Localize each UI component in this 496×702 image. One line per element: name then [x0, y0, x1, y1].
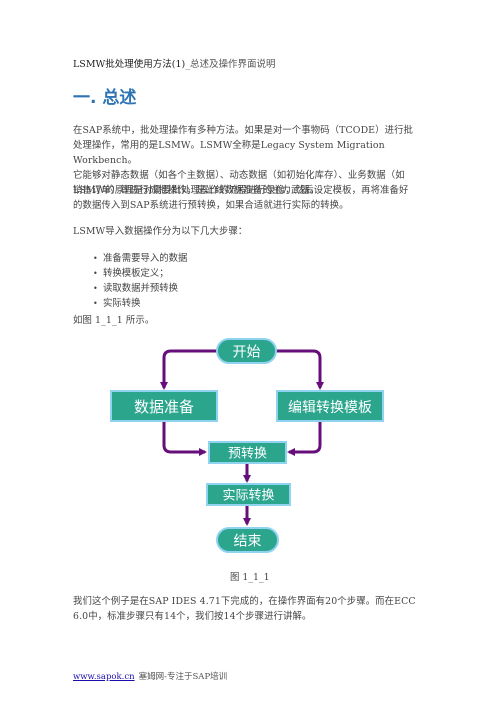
- header-title-prefix: LSMW批处理使用方法(1): [73, 59, 186, 70]
- figure-caption: 图 1_1_1: [230, 572, 270, 583]
- paragraph-line: 我们这个例子是在SAP IDES 4.71下完成的，在操作界面有20个步骤。而在…: [73, 596, 416, 607]
- paragraph-line: 处理操作，常用的是LSMW。LSMW全称是Legacy System Migra…: [73, 140, 385, 166]
- paragraph-figure-ref: 如图 1_1_1 所示。: [73, 315, 155, 326]
- header-title-suffix: _总述及操作界面说明: [185, 59, 276, 70]
- arrow-template-to-preconvert: [287, 421, 322, 456]
- page-header: LSMW批处理使用方法(1)_总述及操作界面说明: [73, 56, 276, 70]
- paragraph-overview: 在SAP系统中，批处理操作有多种方法。如果是对一个事物码（TCODE）进行批 处…: [73, 123, 433, 198]
- node-pre-convert-label: 预转换: [228, 447, 267, 462]
- flowchart: 开始 数据准备 编辑转换模板 预转换 实际转换 结束: [93, 331, 403, 565]
- node-data-prep-label: 数据准备: [134, 398, 194, 416]
- list-item: 准备需要导入的数据: [93, 251, 187, 266]
- paragraph-line: 销售订单）等进行成批操作，是上线数据准备的主力武器。: [73, 185, 320, 196]
- paragraph-line: 的数据传入到SAP系统进行预转换，如果合适就进行实际的转换。: [73, 200, 349, 211]
- paragraph-line: LSMW的原理是对需要批处理操作的流程进行录像，然后设定模板，再将准备好: [73, 185, 409, 196]
- paragraph-steps-intro: LSMW导入数据操作分为以下几大步骤：: [73, 226, 248, 237]
- paragraph-example: 我们这个例子是在SAP IDES 4.71下完成的，在操作界面有20个步骤。而在…: [73, 594, 433, 624]
- paragraph-line: 6.0中，标准步骤只有14个，我们按14个步骤进行讲解。: [73, 611, 312, 622]
- node-end-label: 结束: [234, 534, 262, 550]
- section-heading: 一. 总述: [73, 88, 137, 108]
- footer-link[interactable]: www.sapok.cn: [73, 672, 135, 682]
- list-item: 转换模板定义；: [93, 266, 187, 281]
- flowchart-svg: 开始 数据准备 编辑转换模板 预转换 实际转换 结束: [110, 338, 384, 553]
- paragraph-line: 在SAP系统中，批处理操作有多种方法。如果是对一个事物码（TCODE）进行批: [73, 125, 414, 136]
- node-actual-convert-label: 实际转换: [222, 489, 274, 504]
- footer-text: 塞姆网-专注于SAP培训: [138, 672, 228, 682]
- arrow-dataprep-to-preconvert: [162, 421, 207, 456]
- list-item: 实际转换: [93, 296, 187, 311]
- paragraph-line: 它能够对静态数据（如各个主数据）、动态数据（如初始化库存）、业务数据（如: [73, 170, 405, 181]
- node-actual-convert: 实际转换: [206, 483, 291, 506]
- node-data-prep: 数据准备: [110, 390, 218, 422]
- arrow-start-to-template: [276, 349, 324, 390]
- node-end: 结束: [216, 527, 279, 553]
- paragraph-principle: LSMW的原理是对需要批处理操作的流程进行录像，然后设定模板，再将准备好 的数据…: [73, 183, 433, 213]
- node-start: 开始: [216, 338, 277, 364]
- node-start-label: 开始: [233, 345, 261, 361]
- arrow-start-to-dataprep: [160, 349, 217, 390]
- node-pre-convert: 预转换: [208, 441, 287, 464]
- steps-list: 准备需要导入的数据 转换模板定义； 读取数据并预转换 实际转换: [93, 251, 187, 311]
- node-edit-template: 编辑转换模板: [276, 390, 384, 422]
- list-item: 读取数据并预转换: [93, 281, 187, 296]
- node-edit-template-label: 编辑转换模板: [288, 399, 372, 416]
